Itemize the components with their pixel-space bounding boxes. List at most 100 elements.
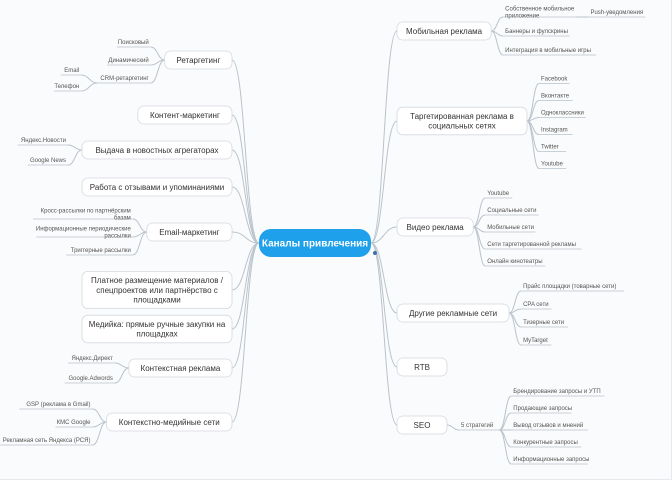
branch-2-right-child-3[interactable]: Одноклассники: [541, 111, 584, 117]
branch-6-right-child-1-connector: [446, 424, 460, 431]
branch-5-right-connector: [370, 242, 398, 368]
branch-5-left[interactable]: Email-маркетинг: [146, 222, 233, 242]
branch-2-right-child-6[interactable]: Youtube: [541, 162, 563, 168]
branch-9-left-child-2[interactable]: КМС Google: [57, 420, 92, 426]
branch-3-right-connector: [370, 226, 398, 244]
branch-4-left[interactable]: Работа с отзывами и упоминаниями: [81, 177, 233, 197]
branch-3-left-child-2[interactable]: Google News: [30, 158, 66, 164]
branch-4-right-child-3[interactable]: Тизерные сети: [523, 320, 564, 326]
branch-1-left-sub-2-connector: [81, 82, 98, 92]
root-handle-icon: [373, 251, 377, 255]
branch-3-right-child-5[interactable]: Онлайн кинотеатры: [487, 258, 542, 265]
branch-1-left-child-3-sub-1[interactable]: Email: [64, 68, 79, 74]
branch-4-right-child-1-connector: [508, 290, 522, 314]
branch-6-right-child-1-sub-2[interactable]: Продающие запросы: [513, 406, 572, 412]
branch-1-left[interactable]: Ретаргетинг: [164, 50, 233, 70]
branch-9-left-child-3[interactable]: Рекламная сеть Яндекса (РСЯ): [3, 438, 91, 444]
branch-1-left-child-1[interactable]: Поисковый: [118, 39, 149, 46]
branch-6-right-connector: [370, 242, 398, 426]
branch-5-left-child-3[interactable]: Триггерные рассылки: [71, 248, 131, 254]
branch-9-left-child-1[interactable]: GSP (реклама в Gmail): [26, 402, 90, 408]
branch-6-right-child-1-sub-5[interactable]: Информационные запросы: [513, 457, 589, 463]
branch-6-right-child-1-sub-4[interactable]: Конкурентные запросы: [513, 440, 577, 446]
branch-6-right-label: SEO: [414, 421, 431, 430]
branch-1-left-child-3-connector: [150, 59, 165, 84]
branch-1-right-child-3-connector: [490, 30, 504, 56]
branch-3-right-child-3[interactable]: Мобильные сети: [487, 225, 534, 231]
branch-3-right-label: Видео реклама: [407, 223, 465, 232]
branch-5-right-label: RTB: [414, 363, 430, 372]
branch-8-left-child-1-connector: [114, 362, 129, 369]
branch-3-left-label: Выдача в новостных агрегаторах: [95, 146, 218, 155]
branch-6-right-child-1-sub-3[interactable]: Вывод отзывов и мнений: [513, 422, 583, 429]
branch-3-left-child-1[interactable]: Яндекс.Новости: [21, 138, 66, 144]
branch-1-right-child-1-connector: [491, 16, 504, 32]
branch-8-left[interactable]: Контекстная реклама: [128, 358, 233, 378]
branch-8-left-connector: [231, 242, 260, 369]
branch-9-left-child-1-connector: [92, 408, 107, 423]
root-node[interactable]: Каналы привлечения: [259, 229, 371, 257]
branch-1-right-child-3[interactable]: Интеграция в мобильные игры: [505, 48, 591, 54]
branch-3-right-child-4[interactable]: Сети таргетированной рекламы: [487, 241, 576, 248]
branch-1-left-child-2[interactable]: Динамический: [108, 57, 148, 64]
branch-2-right-connector: [370, 120, 398, 244]
branch-5-right[interactable]: RTB: [396, 357, 448, 377]
branch-1-right[interactable]: Мобильная реклама: [396, 21, 492, 41]
branch-2-right-child-1[interactable]: Facebook: [541, 77, 568, 83]
branch-6-right-child-1[interactable]: 5 стратегий: [461, 422, 493, 429]
branch-6-right-child-1-sub-1[interactable]: Брендирование запросы и УТП: [513, 389, 600, 395]
branch-3-right-child-2[interactable]: Социальные сети: [487, 208, 536, 214]
branch-6-right-sub-1-connector: [499, 395, 512, 431]
branch-6-left-label: Платное размещение материалов /спецпроек…: [91, 276, 224, 304]
branch-2-right-child-4[interactable]: Instagram: [541, 128, 568, 134]
branch-4-right[interactable]: Другие рекламные сети: [396, 303, 510, 323]
branch-8-left-label: Контекстная реклама: [141, 364, 221, 373]
branch-3-left[interactable]: Выдача в новостных агрегаторах: [81, 140, 233, 160]
node-layer: Каналы привлечения Ретаргетинг ПоисковыйДи…: [3, 7, 643, 464]
branch-3-right[interactable]: Видео реклама: [396, 217, 474, 237]
branch-6-right-sub-5-connector: [499, 429, 512, 465]
branch-1-left-sub-1-connector: [81, 74, 98, 84]
branch-1-left-child-3-sub-2[interactable]: Телефон: [54, 84, 79, 90]
branch-9-left-connector: [231, 242, 260, 423]
branch-2-right-child-6-connector: [526, 120, 540, 169]
branch-4-right-connector: [370, 242, 398, 314]
branch-4-right-child-4-connector: [508, 312, 522, 346]
branch-2-left[interactable]: Контент-маркетинг: [137, 105, 233, 125]
branch-2-right-child-2[interactable]: Вконтакте: [541, 94, 570, 100]
branch-3-left-child-1-connector: [67, 144, 83, 151]
branch-4-left-label: Работа с отзывами и упоминаниями: [90, 183, 225, 192]
branch-4-right-child-1[interactable]: Прайс площадки (товарные сети): [523, 283, 616, 290]
branch-1-left-connector: [231, 59, 260, 244]
branch-3-right-child-1[interactable]: Youtube: [487, 191, 509, 197]
connector-layer: [0, 16, 646, 465]
branch-9-left-child-3-connector: [92, 421, 107, 446]
root-label: Каналы привлечения: [262, 239, 368, 250]
branch-6-right[interactable]: SEO: [396, 415, 448, 435]
branch-6-left[interactable]: Платное размещение материалов /спецпроек…: [81, 270, 233, 309]
branch-8-left-child-2-connector: [114, 367, 129, 384]
branch-1-right-child-2[interactable]: Баннеры и фулскрины: [505, 29, 568, 35]
branch-2-right-child-5[interactable]: Twitter: [541, 145, 559, 151]
branch-1-left-child-3[interactable]: CRM-ретаргетинг: [100, 76, 149, 82]
branch-8-left-child-2[interactable]: Google.Adwords: [69, 376, 113, 382]
branch-1-right-child-1-sub-1[interactable]: Push-уведомления: [590, 10, 643, 16]
branch-1-right-connector: [370, 30, 398, 244]
branch-4-right-child-2[interactable]: CPA сети: [523, 302, 548, 308]
branch-4-right-child-4[interactable]: MyTarget: [523, 338, 548, 344]
branch-7-left-connector: [231, 242, 260, 330]
branch-1-left-label: Ретаргетинг: [176, 56, 220, 65]
branch-9-left[interactable]: Контекстно-медийные сети: [106, 412, 233, 432]
branch-5-left-label: Email-маркетинг: [159, 228, 219, 237]
branch-5-left-connector: [231, 231, 260, 244]
branch-8-left-child-1[interactable]: Яндекс.Директ: [72, 356, 114, 362]
branch-1-left-child-1-connector: [150, 46, 165, 61]
branch-4-right-child-2-connector: [509, 308, 522, 314]
